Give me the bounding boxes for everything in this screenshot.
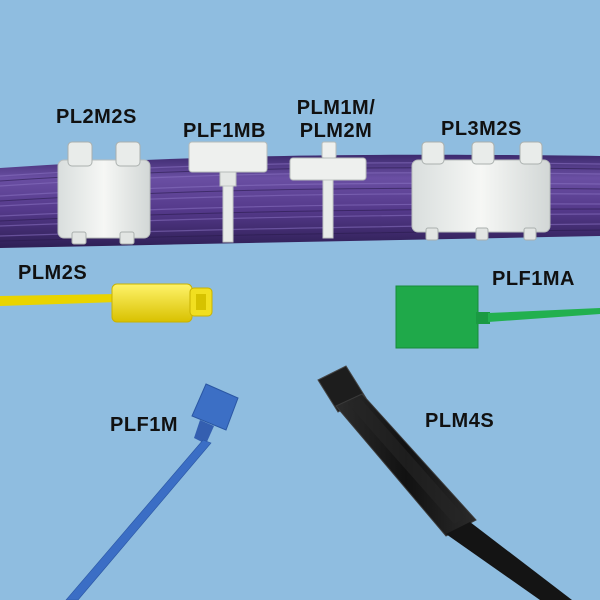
label-plm1m-line1: PLM1M/ (296, 97, 376, 119)
label-plm4s: PLM4S (425, 410, 495, 432)
label-plf1m: PLF1M (110, 414, 179, 436)
label-plm1m-line2: PLM2M (299, 120, 373, 142)
label-plm2s: PLM2S (18, 262, 88, 284)
plf1m-blue-tie (65, 383, 239, 600)
plm4s-black-tie (317, 365, 572, 600)
plf1ma-green-tie (395, 285, 600, 349)
plf1mb-tie (188, 141, 268, 243)
label-pl2m2s: PL2M2S (56, 106, 137, 128)
label-plf1ma: PLF1MA (492, 268, 575, 290)
plm2s-yellow-tie (0, 283, 213, 323)
pl3m2s-marker (411, 141, 551, 241)
plm1m-tie (289, 141, 367, 239)
label-plf1mb: PLF1MB (183, 120, 266, 142)
pl2m2s-marker (57, 141, 151, 245)
label-pl3m2s: PL3M2S (441, 118, 522, 140)
